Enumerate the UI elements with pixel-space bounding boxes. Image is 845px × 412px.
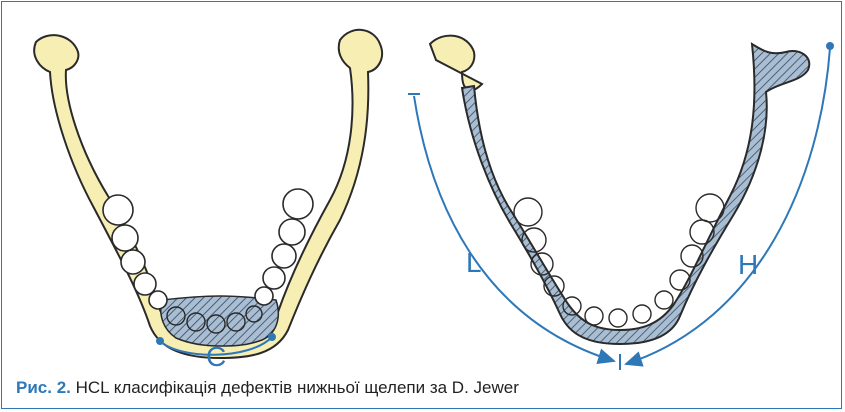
caption-label: Рис. 2. xyxy=(16,378,71,397)
segment-h-label: H xyxy=(738,249,758,280)
figure-caption: Рис. 2. HCL класифікація дефектів нижньо… xyxy=(16,378,519,398)
segment-c-label: C xyxy=(206,341,226,372)
caption-text: HCL класифікація дефектів нижньої щелепи… xyxy=(76,378,519,397)
mandible-left: C xyxy=(34,30,382,372)
mandible-right-defect xyxy=(462,44,809,344)
teeth-right xyxy=(514,194,724,327)
segment-l-label: L xyxy=(466,247,482,278)
mandible-right: L H xyxy=(408,36,834,370)
mandible-right-bone xyxy=(430,36,482,90)
